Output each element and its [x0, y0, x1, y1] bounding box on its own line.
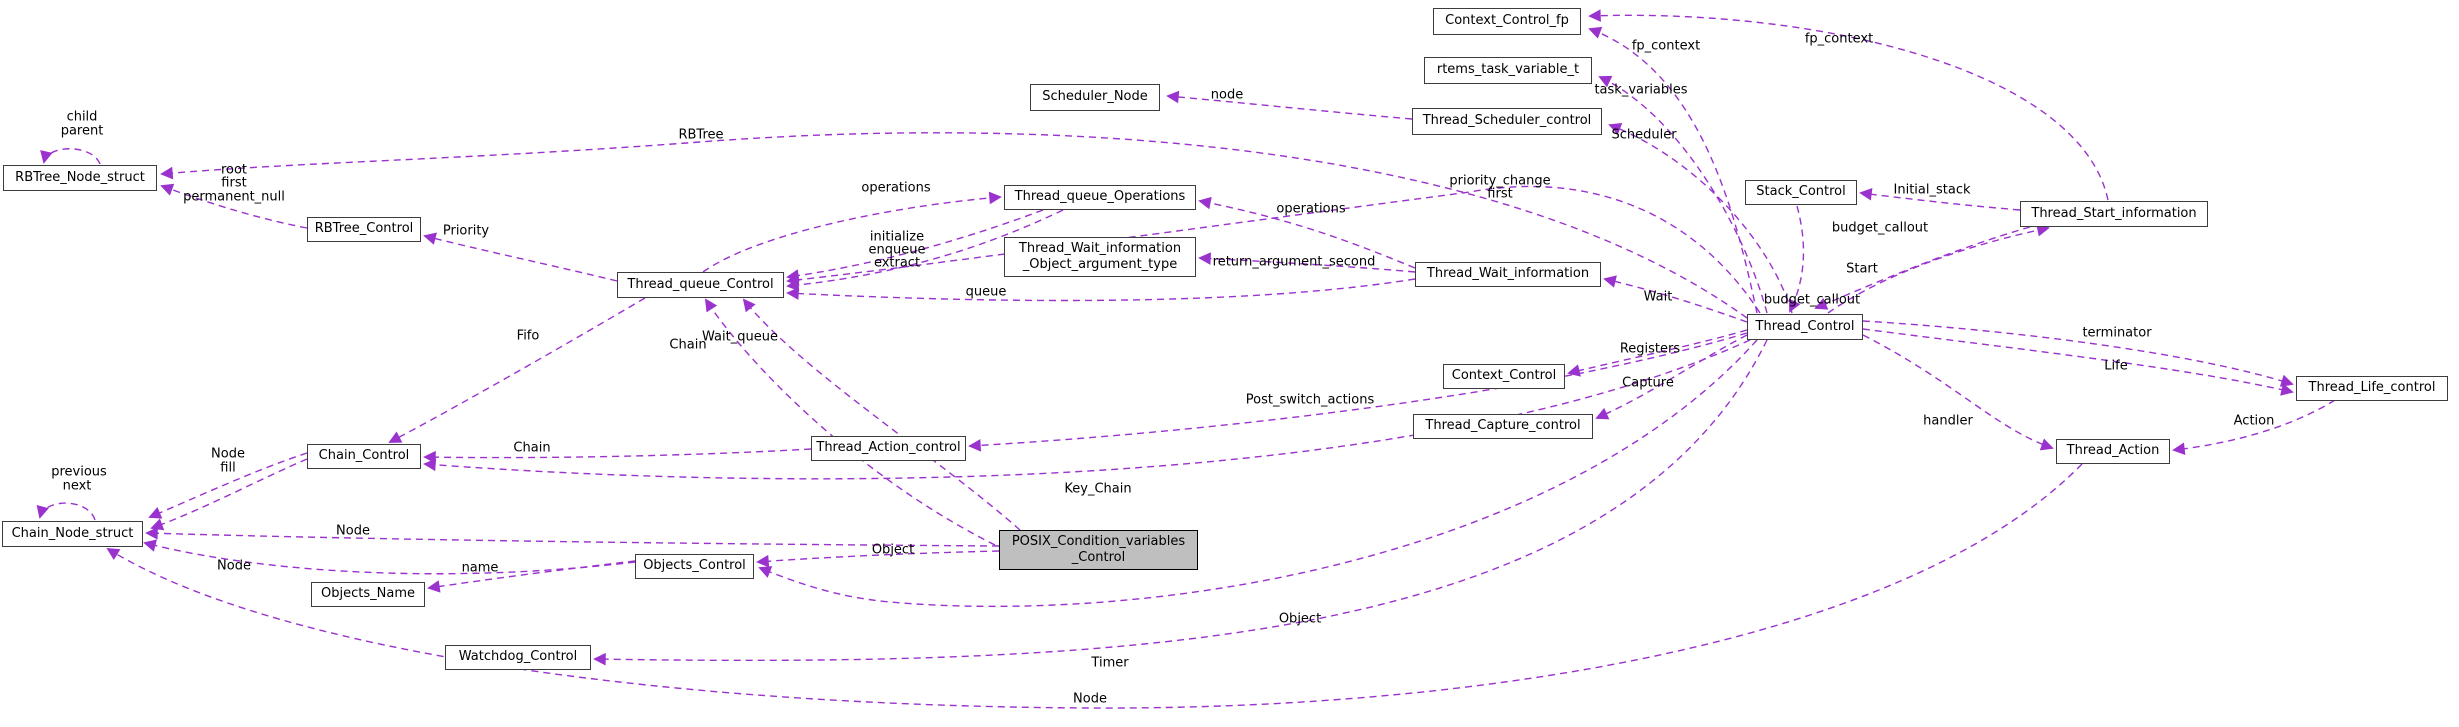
node-posix-condition-variables-control: POSIX_Condition_variables_Control — [999, 530, 1198, 570]
node-thread-scheduler-control[interactable]: Thread_Scheduler_control — [1412, 108, 1602, 135]
node-label: Objects_Name — [321, 586, 415, 602]
edge-capture — [1595, 334, 1748, 420]
edge-object-from-posix — [756, 550, 1000, 568]
node-context-control[interactable]: Context_Control — [1443, 364, 1565, 389]
edge-operations-from-wait-information — [1198, 196, 1416, 269]
node-label: Scheduler_Node — [1042, 89, 1148, 105]
node-label: Thread_queue_Operations — [1014, 189, 1186, 205]
edge-chain-to-queue-control — [704, 298, 996, 546]
node-rtems-task-variable-t[interactable]: rtems_task_variable_t — [1424, 57, 1592, 84]
edge-fifo — [388, 297, 646, 443]
node-label: _Control — [1071, 550, 1126, 565]
edge-return-argument-second — [1198, 252, 1416, 273]
edge-node-bottom — [106, 463, 2083, 709]
node-thread-start-information[interactable]: Thread_Start_information — [2020, 201, 2208, 227]
node-objects-control[interactable]: Objects_Control — [635, 554, 754, 579]
edge-task-variables — [1598, 75, 1768, 314]
node-label: RBTree_Control — [314, 221, 414, 237]
edge-initialize-enqueue-extract-a — [786, 209, 1044, 282]
node-label: Chain_Control — [318, 448, 410, 464]
node-thread-action-control[interactable]: Thread_Action_control — [811, 436, 966, 461]
node-thread-capture-control[interactable]: Thread_Capture_control — [1413, 414, 1593, 439]
node-thread-wait-information-object-argument-type[interactable]: Thread_Wait_information_Object_argument_… — [1004, 237, 1196, 277]
node-stack-control[interactable]: Stack_Control — [1745, 180, 1857, 205]
edge-rbtree — [160, 132, 1748, 319]
node-label: Thread_Scheduler_control — [1422, 113, 1592, 129]
node-label: rtems_task_variable_t — [1436, 62, 1580, 78]
node-label: RBTree_Node_struct — [15, 169, 145, 185]
edge-terminator — [1862, 320, 2294, 387]
node-label: Thread_Life_control — [2308, 380, 2436, 396]
node-label: Thread_Start_information — [2031, 205, 2197, 221]
node-scheduler-node[interactable]: Scheduler_Node — [1030, 84, 1160, 111]
edge-node-fill-a — [148, 452, 308, 519]
node-label: Objects_Control — [643, 558, 746, 574]
edge-budget-callout-a — [1788, 205, 1805, 313]
edge-registers — [1567, 329, 1748, 377]
node-thread-control[interactable]: Thread_Control — [1747, 314, 1863, 340]
node-label: Thread_Wait_information — [1018, 240, 1182, 256]
node-label: Thread_Capture_control — [1425, 418, 1581, 434]
edge-fp-context-from-start-information — [1588, 9, 2109, 201]
edge-initialize-enqueue-extract-b — [786, 209, 1064, 292]
edge-post-switch-actions — [968, 332, 1748, 452]
node-rbtree-control[interactable]: RBTree_Control — [307, 217, 421, 242]
edge-chain-to-chain-control — [423, 448, 812, 464]
edge-key-chain — [423, 339, 1751, 480]
edge-wait-queue — [742, 298, 1021, 531]
node-thread-wait-information[interactable]: Thread_Wait_information — [1415, 262, 1601, 287]
edge-child-parent-self-loop — [40, 148, 101, 165]
node-label: Chain_Node_struct — [11, 525, 134, 541]
edge-initial-stack — [1859, 188, 2021, 211]
edge-fp-context-from-thread-control — [1588, 26, 1758, 314]
edge-node-fill-b — [150, 458, 308, 531]
node-label: Thread_Action — [2066, 443, 2160, 459]
edge-object-from-thread-control — [758, 339, 1758, 608]
edge-priority-change-first — [786, 185, 1761, 314]
node-label: Context_Control — [1451, 368, 1557, 384]
edge-queue — [786, 278, 1416, 302]
node-label: POSIX_Condition_variables — [1011, 533, 1186, 549]
node-objects-name[interactable]: Objects_Name — [311, 582, 425, 607]
edge-wait — [1603, 275, 1748, 323]
node-thread-action[interactable]: Thread_Action — [2056, 439, 2170, 464]
edge-root-first-permanent-null — [160, 183, 308, 229]
edge-scheduler — [1608, 123, 1793, 314]
node-label: Thread_Control — [1755, 318, 1855, 334]
node-label: _Object_argument_type — [1022, 257, 1178, 272]
node-label: Context_Control_fp — [1445, 13, 1569, 29]
node-watchdog-control[interactable]: Watchdog_Control — [445, 645, 591, 670]
edge-action — [2172, 399, 2336, 456]
node-context-control-fp[interactable]: Context_Control_fp — [1433, 8, 1581, 35]
node-label: Watchdog_Control — [458, 649, 578, 665]
node-label: Stack_Control — [1756, 184, 1846, 200]
node-thread-queue-operations[interactable]: Thread_queue_Operations — [1004, 185, 1196, 210]
node-thread-queue-control[interactable]: Thread_queue_Control — [617, 272, 784, 298]
node-thread-life-control[interactable]: Thread_Life_control — [2296, 376, 2448, 401]
node-chain-control[interactable]: Chain_Control — [307, 444, 421, 469]
edge-start — [1827, 224, 2050, 314]
node-label: Thread_Action_control — [816, 440, 961, 456]
edge-life — [1862, 328, 2294, 396]
edge-node-long-horizontal — [145, 527, 1000, 547]
edge-budget-callout-b — [1814, 226, 2031, 310]
edge-node-to-scheduler-node — [1166, 90, 1413, 120]
edge-timer — [593, 339, 1768, 666]
node-label: Thread_Wait_information — [1426, 266, 1590, 282]
edge-operations-from-queue-control — [702, 191, 1002, 273]
node-rbtree-node-struct[interactable]: RBTree_Node_struct — [3, 165, 157, 191]
node-label: Thread_queue_Control — [627, 276, 774, 292]
edge-previous-next-self-loop — [36, 502, 96, 521]
node-chain-node-struct[interactable]: Chain_Node_struct — [2, 521, 143, 547]
edge-node-from-objects-control — [143, 539, 636, 575]
edge-priority — [423, 232, 618, 282]
edge-name — [427, 560, 636, 593]
edge-handler — [1862, 334, 2054, 451]
